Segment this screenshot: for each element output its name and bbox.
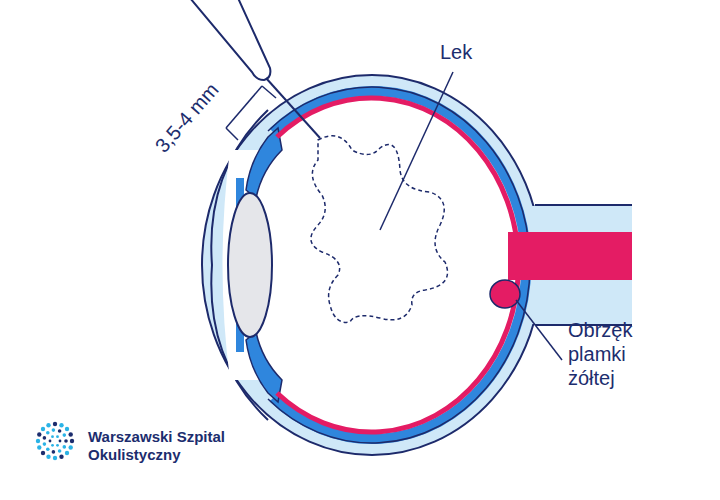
dimension-tick xyxy=(262,86,276,98)
logo-dot xyxy=(49,440,52,443)
logo-dot xyxy=(46,448,50,452)
macular-edema xyxy=(490,280,520,308)
logo-dot xyxy=(51,435,54,438)
logo-dot xyxy=(69,432,73,436)
logo-dot xyxy=(51,444,54,447)
dimension-tick xyxy=(226,128,238,140)
logo-dot xyxy=(46,455,50,459)
logo-dot xyxy=(65,427,69,431)
choroid-edge xyxy=(268,87,530,443)
logo-dot xyxy=(70,439,74,443)
logo-dot xyxy=(59,455,63,459)
needle xyxy=(266,78,320,138)
logo-dot xyxy=(43,442,47,446)
syringe xyxy=(190,0,270,80)
sclera xyxy=(202,75,542,455)
logo-dot xyxy=(65,451,69,455)
logo-dot xyxy=(53,456,57,460)
logo-dot xyxy=(37,445,41,449)
optic-nerve-edge xyxy=(535,204,632,206)
logo-dot xyxy=(56,435,59,438)
logo-dot xyxy=(41,427,45,431)
logo-dot xyxy=(59,440,62,443)
leader-line xyxy=(380,72,453,230)
logo-dot xyxy=(43,436,47,440)
logo-dot xyxy=(69,445,73,449)
logo-text: Warszawski Szpital Okulistyczny xyxy=(88,428,256,464)
logo-dot xyxy=(52,428,56,432)
logo-dot xyxy=(58,449,62,453)
logo-dot xyxy=(64,439,68,443)
logo-dot xyxy=(58,429,62,433)
part-label: Obrzęk plamki żółtej xyxy=(568,318,650,390)
leader-line xyxy=(516,300,562,360)
vitreous xyxy=(226,99,518,431)
choroid xyxy=(273,91,526,439)
logo-dot xyxy=(52,450,56,454)
logo-dot xyxy=(46,431,50,435)
lens xyxy=(228,193,272,337)
logo-dot xyxy=(37,432,41,436)
ciliary-body xyxy=(246,332,282,402)
logo-mark xyxy=(36,422,74,460)
dimension-line xyxy=(226,86,262,128)
logo-dot xyxy=(36,439,40,443)
logo-dot xyxy=(46,423,50,427)
dimension-label: 3,5-4 mm xyxy=(150,59,240,158)
logo-dot xyxy=(63,433,67,437)
logo-dot xyxy=(63,445,67,449)
logo-dot xyxy=(53,422,57,426)
logo-dot xyxy=(56,444,59,447)
drug-depot xyxy=(311,136,448,323)
retina xyxy=(277,98,518,432)
logo-dot xyxy=(41,451,45,455)
optic-nerve-core xyxy=(508,232,632,280)
logo-dot xyxy=(59,423,63,427)
part-label: Lek xyxy=(440,40,500,64)
ciliary-body xyxy=(246,128,282,198)
